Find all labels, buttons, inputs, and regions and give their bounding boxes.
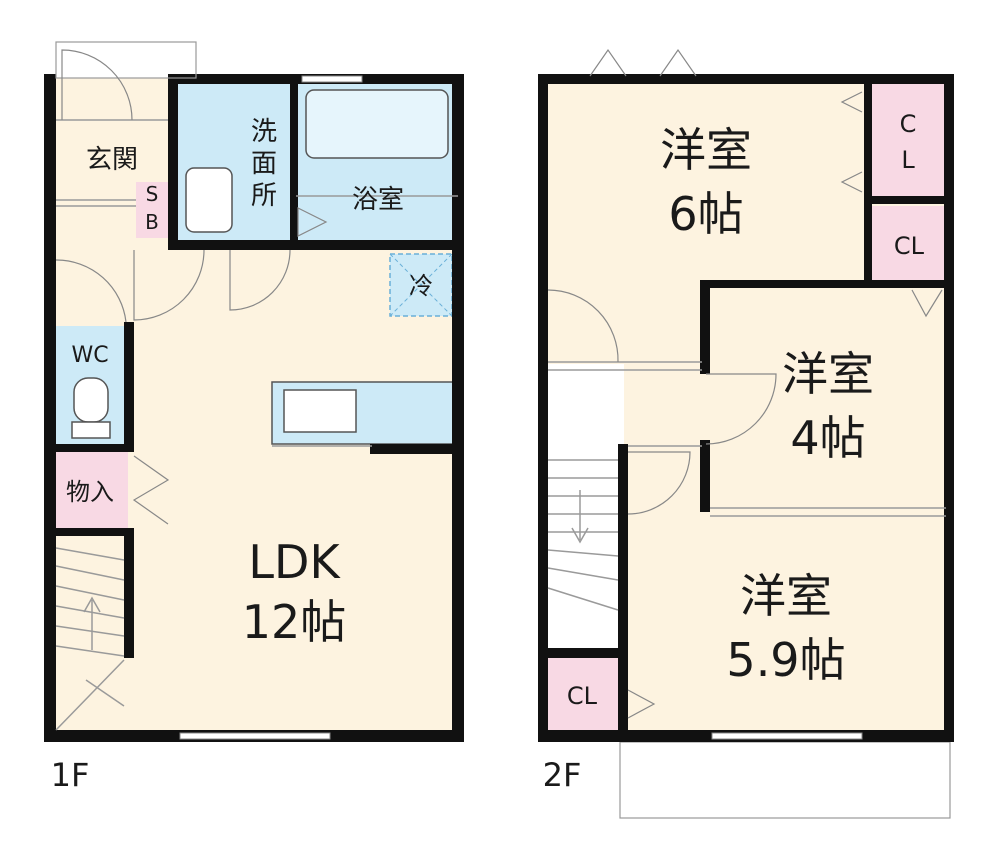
wall-storage-bottom [44, 528, 134, 536]
label-room3-size: 5.9帖 [726, 633, 845, 687]
wall-wc-bottom [44, 444, 134, 452]
entrance-door-swing [61, 49, 133, 121]
wall-room3-left [618, 444, 628, 740]
toilet-tank-icon [71, 421, 111, 439]
label-closet-c: CL [567, 682, 598, 710]
wall-closet-a-left [864, 74, 872, 284]
label-room2-size: 4帖 [790, 411, 865, 465]
label-ldk-name: LDK [248, 535, 341, 589]
wall-room2-top [700, 280, 954, 288]
label-closet-b: CL [894, 232, 925, 260]
ldk-window [179, 732, 331, 740]
kitchen-sink-icon [283, 389, 357, 433]
wall-washroom-left [168, 74, 178, 250]
wall-stair-right [124, 528, 134, 658]
stair-hall-2f [544, 364, 624, 654]
wall-2f-left [538, 74, 548, 742]
room3-window [711, 732, 863, 740]
wall-closet-c-top [538, 648, 628, 658]
closet-c-fill [544, 656, 620, 734]
stairs-1f [55, 547, 125, 731]
wall-bath-left [290, 74, 298, 250]
label-room1-name: 洋室 [660, 123, 752, 177]
wall-closet-a-bottom [864, 196, 954, 204]
bath-door-arrow [297, 207, 328, 237]
fridge-diag-2 [389, 253, 453, 317]
stairs-2f [547, 459, 619, 611]
washbasin-icon [185, 167, 233, 233]
room1-window-opening-2 [659, 48, 697, 77]
balcony-outline [619, 741, 951, 819]
closet-c-door [627, 689, 656, 719]
wall-kitchen-right [370, 444, 464, 454]
label-floor-2: 2F [543, 756, 582, 794]
room2-door-swing [705, 373, 777, 445]
wall-2f-top [538, 74, 954, 84]
label-room1-size: 6帖 [668, 187, 743, 241]
wall-1f-left [44, 74, 56, 742]
closet-a-fill [870, 80, 946, 198]
floor-1 [44, 41, 464, 742]
label-bath: 浴室 [352, 185, 404, 215]
label-closet-a-l: L [901, 146, 915, 174]
storage-fill [52, 450, 128, 530]
wall-room2-left-bottom [700, 440, 710, 512]
closet-b-fill [872, 206, 946, 282]
shoebox-fill [136, 182, 168, 238]
labels-2f: 洋室 6帖 洋室 4帖 洋室 5.9帖 C L CL CL 2F [543, 110, 925, 794]
storage-door-fold [132, 455, 170, 525]
closet-a-door-1 [840, 91, 863, 113]
bath-window [301, 75, 363, 83]
label-closet-a-c: C [900, 110, 917, 138]
closet-a-door-2 [840, 171, 863, 193]
label-room3-name: 洋室 [740, 569, 832, 623]
wall-wc-right [124, 322, 134, 452]
room1-window-opening-1 [589, 48, 627, 77]
floor-2 [538, 48, 954, 819]
wall-wet-bottom [168, 240, 464, 250]
room3-door-swing [627, 451, 691, 515]
closet-b-door [911, 289, 943, 318]
label-shoebox-b: B [145, 210, 159, 234]
wall-1f-right [452, 74, 464, 742]
labels-1f: 玄関 S B 洗 面 所 浴室 冷 WC 物入 LDK 12帖 1F [51, 117, 433, 794]
label-ldk-size: 12帖 [242, 595, 347, 649]
wall-room2-left-top [700, 280, 710, 374]
label-washroom-3: 所 [251, 181, 277, 211]
toilet-icon [73, 377, 109, 423]
ldk-door-swing [133, 249, 205, 321]
porch-outline [55, 41, 197, 79]
label-fridge: 冷 [409, 272, 433, 300]
label-entrance: 玄関 [86, 145, 138, 175]
wc-door-swing [55, 259, 127, 323]
label-washroom-1: 洗 [251, 117, 277, 147]
room1-door-swing [547, 289, 619, 363]
label-shoebox-s: S [146, 182, 159, 206]
label-wc: WC [71, 343, 108, 368]
label-washroom-2: 面 [251, 149, 277, 179]
label-room2-name: 洋室 [782, 347, 874, 401]
label-storage: 物入 [66, 478, 114, 506]
label-floor-1: 1F [51, 756, 90, 794]
washroom-door-swing [229, 249, 291, 311]
bathtub-icon [305, 89, 449, 159]
wall-2f-right [944, 74, 954, 742]
